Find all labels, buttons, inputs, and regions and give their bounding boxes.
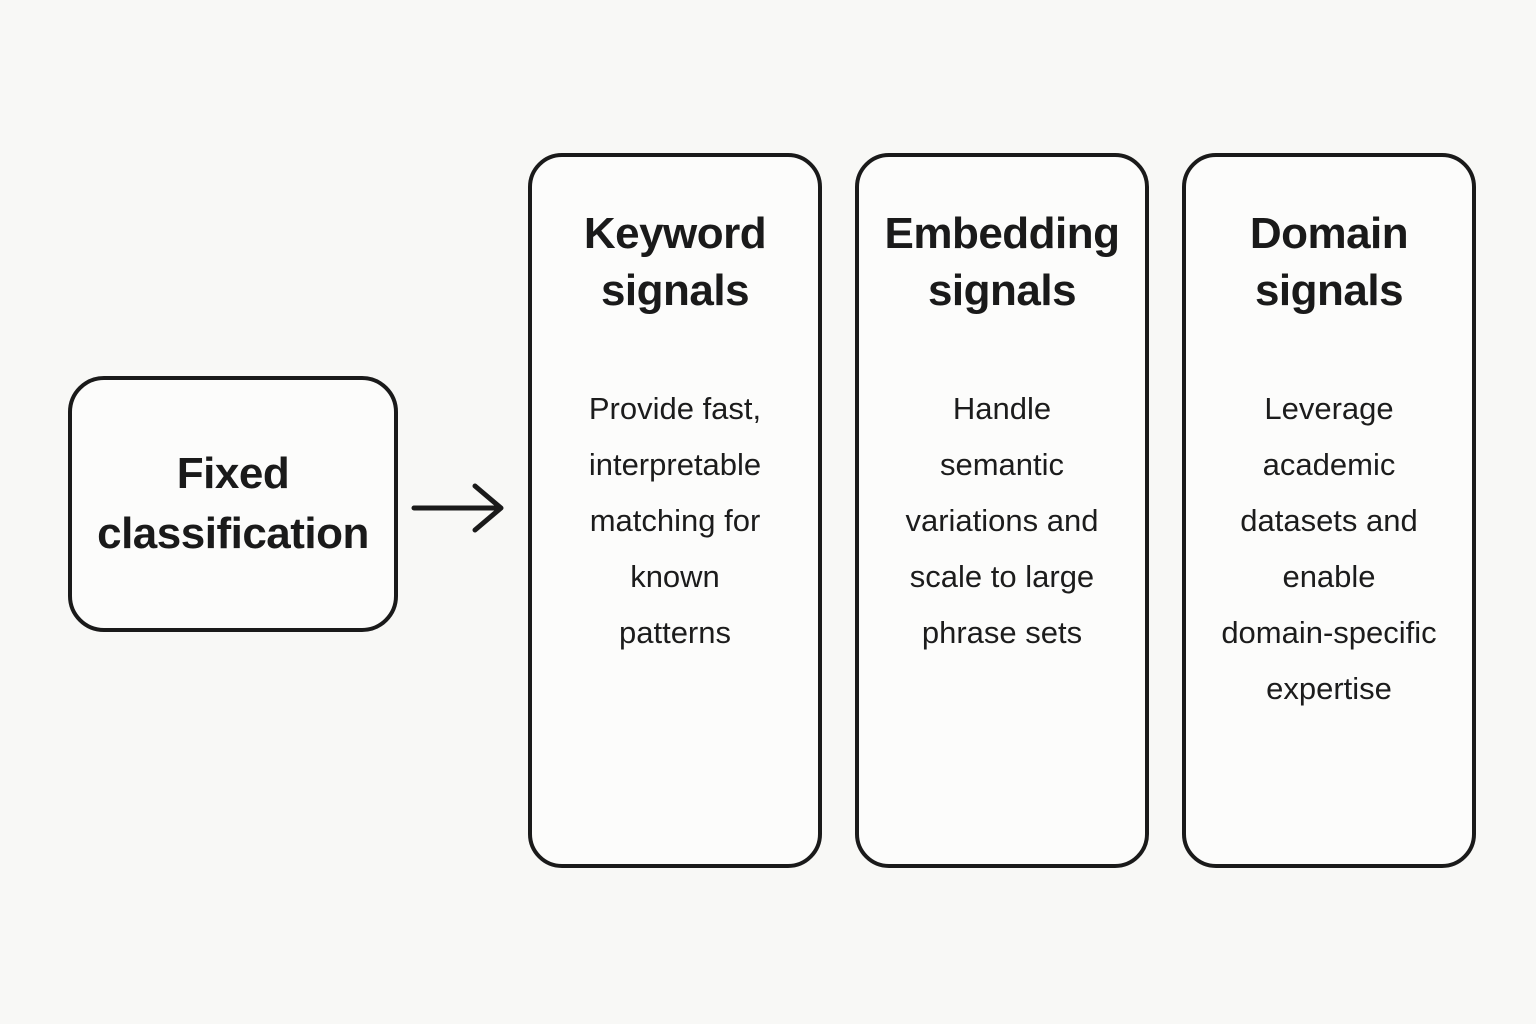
card-body-keyword-signals: Provide fast, interpretable matching for…: [588, 391, 762, 650]
right-arrow-icon: [411, 483, 504, 533]
card-domain-signals: Domain signals Leverage academic dataset…: [1182, 153, 1476, 868]
card-title-embedding-signals: Embedding signals: [884, 209, 1120, 315]
card-body-embedding-signals: Handle semantic variations and scale to …: [905, 391, 1099, 650]
card-title-keyword-signals: Keyword signals: [583, 209, 767, 315]
card-embedding-signals: Embedding signals Handle semantic variat…: [855, 153, 1149, 868]
card-title-domain-signals: Domain signals: [1249, 209, 1409, 315]
fixed-classification-label: Fixed classification: [97, 449, 369, 558]
card-keyword-signals: Keyword signals Provide fast, interpreta…: [528, 153, 822, 868]
card-body-domain-signals: Leverage academic datasets and enable do…: [1221, 391, 1437, 706]
signal-cards-row: Keyword signals Provide fast, interpreta…: [528, 153, 1476, 868]
fixed-classification-node: Fixed classification: [68, 376, 398, 632]
